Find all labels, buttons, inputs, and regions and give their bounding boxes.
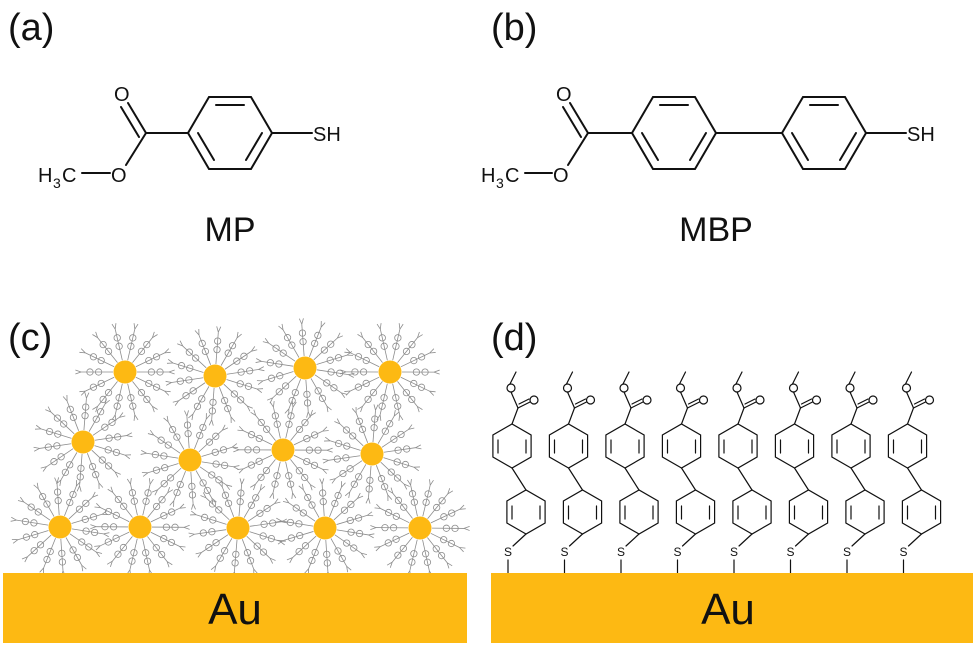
mp-methyl-subscript: 3 <box>53 175 61 191</box>
nanoparticle-layer <box>10 318 470 578</box>
gold-nanoparticle <box>140 410 240 510</box>
gold-nanoparticle <box>370 479 470 577</box>
mbp-methyl-h: H <box>481 165 495 187</box>
mbp-molecule: S <box>548 371 603 574</box>
svg-text:S: S <box>561 545 569 559</box>
gold-nanoparticle <box>75 323 175 421</box>
mbp-molecule: S <box>774 371 829 574</box>
mbp-methyl-subscript: 3 <box>496 175 504 191</box>
gold-nanoparticle <box>90 478 190 576</box>
mp-methyl-h: H <box>38 165 52 187</box>
panel-label-a: (a) <box>8 7 54 49</box>
panel-label-d: (d) <box>491 317 537 359</box>
mbp-thiol: SH <box>907 124 935 146</box>
mp-name: MP <box>205 211 256 249</box>
gold-nanoparticle <box>233 401 333 499</box>
gold-nanoparticle <box>340 323 440 421</box>
gold-nanoparticle <box>275 478 375 578</box>
svg-text:S: S <box>674 545 682 559</box>
svg-text:S: S <box>900 545 908 559</box>
mbp-molecule: S <box>831 371 885 574</box>
panel-label-b: (b) <box>491 7 537 49</box>
svg-text:S: S <box>843 545 851 559</box>
svg-text:S: S <box>787 545 795 559</box>
gold-nanoparticle <box>165 326 265 426</box>
gold-nanoparticle <box>188 478 288 578</box>
mbp-carbonyl-oxygen: O <box>556 84 572 106</box>
gold-nanoparticle <box>33 392 133 492</box>
gold-nanoparticle <box>322 404 422 504</box>
gold-nanoparticle <box>255 318 355 418</box>
au-substrate-c <box>3 573 467 643</box>
mbp-molecule: S <box>605 371 659 574</box>
mbp-molecule: S <box>492 371 546 574</box>
mp-thiol: SH <box>313 124 341 146</box>
mbp-molecule: S <box>661 371 716 574</box>
mp-carbonyl-oxygen: O <box>114 84 130 106</box>
mbp-molecule: S <box>718 371 772 574</box>
mbp-structure: O O SH H 3 C MBP <box>481 84 935 249</box>
au-label-c: Au <box>208 585 262 634</box>
mbp-molecule: S <box>887 371 942 574</box>
svg-text:S: S <box>730 545 738 559</box>
mbp-ester-oxygen: O <box>553 165 569 187</box>
svg-text:S: S <box>617 545 625 559</box>
au-substrate-d <box>491 573 973 643</box>
mp-methyl-c: C <box>62 165 76 187</box>
mp-structure: O O SH H 3 C MP <box>38 84 341 249</box>
svg-text:S: S <box>504 545 512 559</box>
gold-nanoparticle <box>10 477 110 577</box>
mp-ester-oxygen: O <box>111 165 127 187</box>
mbp-methyl-c: C <box>505 165 519 187</box>
mbp-name: MBP <box>679 211 753 249</box>
panel-label-c: (c) <box>8 317 52 359</box>
au-label-d: Au <box>701 585 755 634</box>
